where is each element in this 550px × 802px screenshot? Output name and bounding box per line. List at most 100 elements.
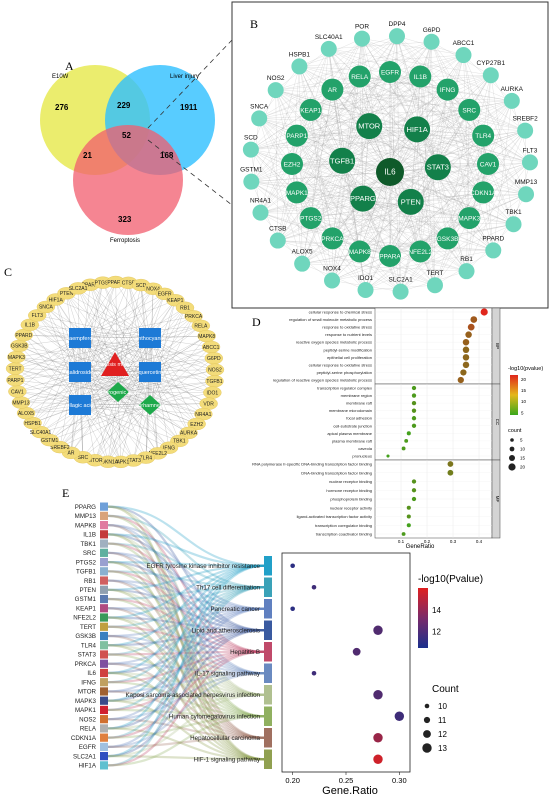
network-b-edge bbox=[296, 192, 421, 252]
venn-set-label-liver: Liver injury bbox=[170, 74, 199, 80]
sankey-flow bbox=[107, 693, 265, 702]
sankey-gene-node bbox=[100, 622, 108, 631]
network-b-edge bbox=[275, 89, 512, 102]
network-c-edge bbox=[79, 307, 186, 373]
sankey-gene-node bbox=[100, 696, 108, 705]
network-c-target-label: IL1B bbox=[25, 323, 36, 329]
go-facet-panel bbox=[374, 383, 493, 461]
network-c-edge bbox=[133, 404, 151, 461]
network-b-edge bbox=[296, 76, 421, 136]
network-b-edge bbox=[310, 48, 329, 219]
network-b-edge bbox=[310, 38, 363, 110]
network-b-edge bbox=[259, 118, 366, 291]
network-b-edge bbox=[250, 149, 333, 281]
network-b-node bbox=[472, 124, 495, 147]
network-b-edge bbox=[362, 198, 494, 251]
sankey-flow bbox=[107, 533, 265, 696]
go-term-label: cellular response to oxidative stress bbox=[309, 362, 372, 367]
sankey-pathway-label: Lipid and atherosclerosis bbox=[192, 627, 260, 634]
sankey-gene-node bbox=[100, 742, 108, 752]
go-point bbox=[460, 369, 467, 376]
sankey-pathway-label: HIF-1 signaling pathway bbox=[194, 756, 261, 763]
sankey-flow bbox=[107, 629, 265, 758]
network-c-edge bbox=[102, 282, 151, 406]
network-b-node bbox=[518, 186, 535, 203]
network-c-edge bbox=[149, 346, 212, 406]
sankey-flow bbox=[107, 708, 265, 718]
network-b-edge bbox=[277, 201, 411, 241]
network-b-edge bbox=[342, 160, 467, 272]
network-c-edge bbox=[37, 315, 151, 339]
network-b-edge bbox=[250, 135, 484, 150]
sankey-gene-node bbox=[100, 511, 108, 520]
network-b-edge bbox=[389, 75, 491, 173]
sankey-flow bbox=[107, 625, 265, 653]
sankey-gene-label: HIF1A bbox=[78, 763, 96, 770]
sankey-gene-node bbox=[100, 520, 108, 530]
network-c-target-label: SREBF2 bbox=[50, 445, 70, 451]
network-b-edge bbox=[359, 41, 432, 77]
go-size-tick-label: 15 bbox=[520, 456, 526, 461]
network-c-edge bbox=[79, 337, 134, 461]
network-c-edge bbox=[149, 336, 207, 406]
network-b-node-label: CYP27B1 bbox=[477, 60, 506, 67]
network-b-node-label: HSPB1 bbox=[289, 51, 311, 58]
network-b-node bbox=[379, 61, 401, 83]
network-c-edge bbox=[145, 371, 151, 458]
network-b-edge bbox=[400, 167, 438, 292]
sankey-flow bbox=[107, 650, 265, 739]
network-c-edge bbox=[66, 293, 81, 406]
network-b-edge bbox=[420, 76, 484, 193]
network-c-edge bbox=[26, 371, 151, 414]
network-c-target-label: IDO1 bbox=[207, 390, 219, 396]
kegg-size-tick-label: 11 bbox=[438, 716, 447, 725]
network-b-edge bbox=[342, 160, 448, 239]
network-b-edge bbox=[259, 89, 333, 119]
network-c-target-label: NFE2L2 bbox=[149, 451, 168, 457]
network-c-edge bbox=[70, 391, 119, 453]
network-b-node bbox=[348, 65, 371, 88]
sankey-flow bbox=[107, 586, 265, 601]
network-b-node-label: SNCA bbox=[250, 103, 269, 110]
go-term-label: nuclear receptor binding bbox=[329, 479, 372, 484]
go-x-tick-label: 0.4 bbox=[476, 539, 483, 544]
sankey-flow bbox=[107, 533, 265, 761]
sankey-flow bbox=[107, 586, 265, 656]
sankey-flow bbox=[107, 564, 265, 591]
sankey-flow bbox=[107, 560, 265, 567]
sankey-flow bbox=[107, 514, 265, 718]
go-point bbox=[462, 346, 470, 354]
network-b-edge bbox=[275, 90, 436, 286]
network-b-node bbox=[252, 204, 269, 221]
network-c-edge bbox=[79, 293, 165, 339]
sankey-pathway-label: IL-17 signaling pathway bbox=[195, 670, 261, 677]
go-term-label: plasma membrane raft bbox=[332, 438, 373, 443]
network-b-edge bbox=[342, 160, 514, 225]
sankey-gene-label: TERT bbox=[80, 624, 96, 631]
go-term-label: caveola bbox=[358, 446, 373, 451]
go-point bbox=[404, 438, 409, 443]
sankey-flow bbox=[107, 586, 265, 739]
network-b-edge bbox=[332, 76, 421, 90]
network-c-edge bbox=[149, 404, 189, 434]
network-b-edge bbox=[296, 48, 329, 136]
sankey-gene-label: STAT3 bbox=[78, 652, 97, 659]
network-b-node-label: MTOR bbox=[358, 122, 381, 131]
network-b-edge bbox=[437, 130, 526, 168]
network-b-edge bbox=[361, 38, 512, 102]
network-b-node bbox=[392, 283, 409, 300]
network-c-target-label: PRKCA bbox=[185, 314, 203, 320]
venn-set-label-e10w: E10W bbox=[52, 74, 69, 80]
sankey-flow bbox=[107, 570, 265, 653]
network-b-edge bbox=[310, 171, 391, 219]
sankey-gene-label: MAPK3 bbox=[75, 698, 97, 705]
network-b-edge bbox=[310, 109, 333, 239]
go-term-label: response to oxidative stress bbox=[322, 325, 372, 330]
sankey-gene-label: PPARG bbox=[75, 504, 96, 511]
sankey-flow bbox=[107, 715, 265, 739]
network-c-edge bbox=[55, 299, 81, 406]
sankey-pathway-node bbox=[264, 685, 272, 705]
network-b-node bbox=[482, 67, 499, 84]
network-c-edge bbox=[37, 315, 119, 393]
